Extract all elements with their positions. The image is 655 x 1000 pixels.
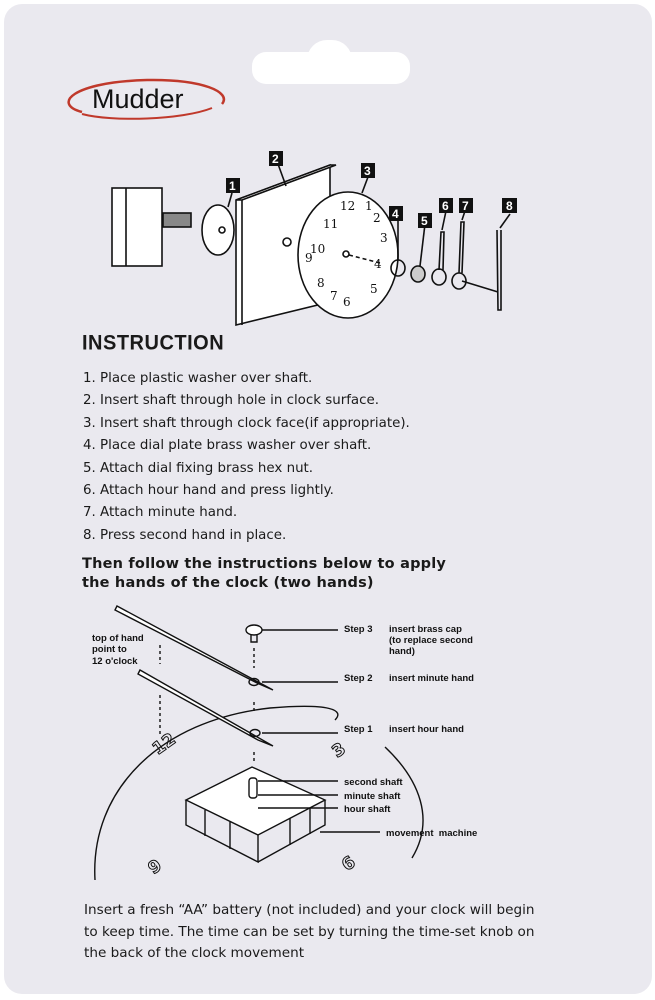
part-label-8: 8 [506, 199, 513, 213]
hands-intro: Then follow the instructions below to ap… [82, 555, 446, 593]
hang-hole [252, 40, 410, 84]
battery-note-line: Insert a fresh “AA” battery (not include… [84, 902, 535, 918]
step-item: 3. Insert shaft through clock face(if ap… [83, 415, 410, 431]
battery-note-line: the back of the clock movement [84, 945, 305, 961]
svg-text:1: 1 [365, 199, 373, 213]
svg-text:9: 9 [305, 251, 313, 265]
step-item: 2. Insert shaft through hole in clock su… [83, 393, 379, 409]
hands-intro-line: the hands of the clock (two hands) [82, 575, 374, 591]
step-item: 8. Press second hand in place. [83, 527, 287, 543]
battery-note: Insert a fresh “AA” battery (not include… [84, 900, 624, 965]
svg-text:7: 7 [330, 289, 338, 303]
part-label-5: 5 [421, 214, 428, 228]
svg-text:4: 4 [374, 257, 382, 271]
part-label-3: 3 [364, 164, 371, 178]
brand-logo: Mudder [62, 74, 232, 124]
battery-note-line: to keep time. The time can be set by tur… [84, 923, 535, 940]
step-item: 6. Attach hour hand and press lightly. [83, 483, 334, 499]
step-item: 5. Attach dial fixing brass hex nut. [83, 460, 314, 476]
svg-text:6: 6 [343, 295, 351, 309]
part-label-2: 2 [272, 152, 279, 166]
svg-text:12: 12 [340, 199, 355, 213]
logo-text: Mudder [92, 84, 184, 114]
step-item: 1. Place plastic washer over shaft. [83, 371, 313, 386]
part-label-7: 7 [462, 199, 469, 213]
instruction-heading: INSTRUCTION [82, 331, 225, 355]
instruction-steps: 1. Place plastic washer over shaft. 2. I… [83, 368, 410, 547]
part-label-4: 4 [392, 207, 399, 221]
svg-text:2: 2 [373, 211, 381, 225]
part-label-6: 6 [442, 199, 449, 213]
part-label-1: 1 [229, 179, 236, 193]
hands-intro-line: Then follow the instructions below to ap… [82, 556, 447, 572]
svg-text:10: 10 [310, 242, 325, 256]
logo-swoosh-icon [67, 78, 225, 120]
part-number-badges: 1 2 3 4 5 6 7 8 [226, 151, 517, 228]
svg-text:3: 3 [380, 231, 388, 245]
svg-text:11: 11 [323, 217, 338, 231]
svg-text:5: 5 [370, 282, 378, 296]
step-item: 7. Attach minute hand. [83, 505, 238, 521]
step-item: 4. Place dial plate brass washer over sh… [83, 438, 372, 454]
svg-text:8: 8 [317, 276, 325, 290]
